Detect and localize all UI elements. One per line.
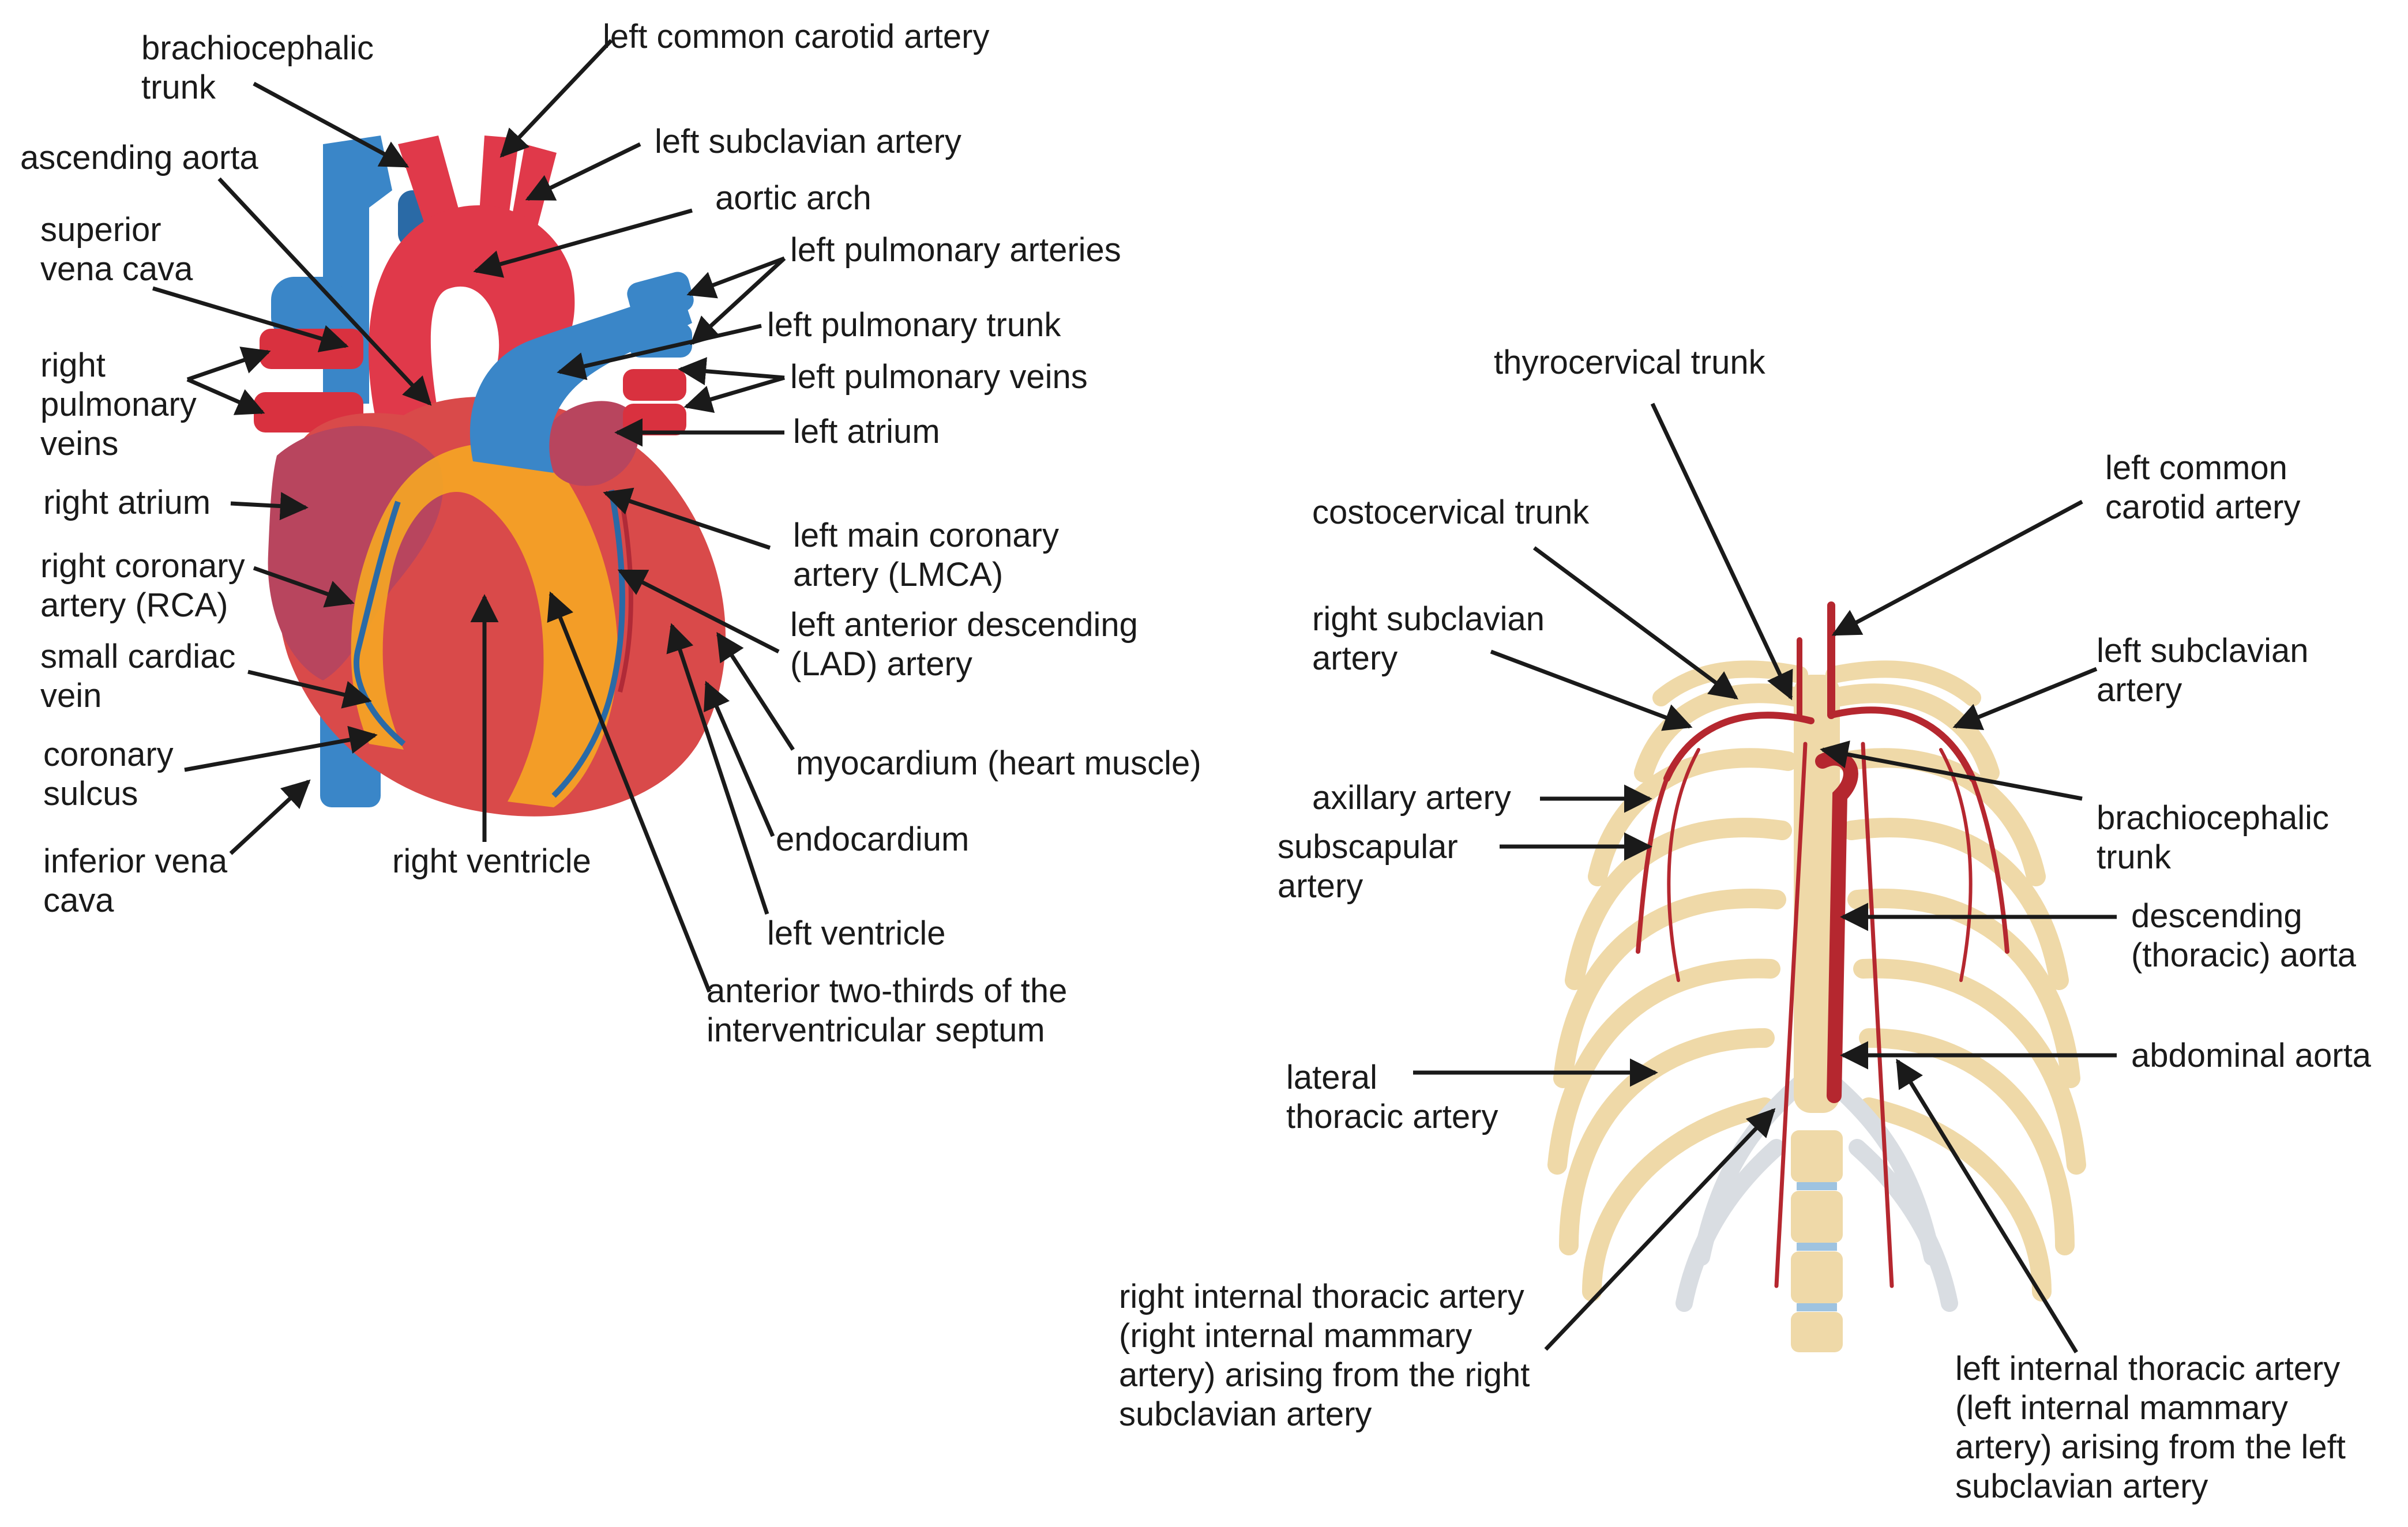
- sternum: [1794, 675, 1840, 1113]
- costal-cartilage: [1676, 1075, 1958, 1312]
- label-left-pulmonary-veins: left pulmonary veins: [790, 358, 1088, 396]
- label-costocervical-trunk: costocervical trunk: [1312, 494, 1590, 531]
- left-pulmonary-artery-lower: [629, 323, 692, 358]
- left-carotid-shape: [479, 136, 519, 225]
- label-descending-thoracic-aorta: descending(thoracic) aorta: [2131, 897, 2357, 974]
- rca-vessel: [354, 501, 406, 746]
- label-left-internal-thoracic-artery: left internal thoracic artery(left inter…: [1955, 1350, 2346, 1505]
- label-thyrocervical-trunk: thyrocervical trunk: [1494, 344, 1765, 381]
- label-left-pulmonary-trunk: left pulmonary trunk: [767, 306, 1061, 344]
- left-pulmonary-artery-upper: [627, 272, 694, 322]
- spine: [1791, 1130, 1843, 1352]
- brachiocephalic-trunk-shape: [398, 136, 461, 231]
- label-abdominal-aorta: abdominal aorta: [2131, 1037, 2371, 1074]
- label-aortic-arch: aortic arch: [715, 179, 871, 217]
- label-left-anterior-descending-artery: left anterior descending(LAD) artery: [790, 606, 1138, 683]
- label-left-common-carotid-artery: left common carotid artery: [603, 18, 990, 55]
- heart-illustration: [254, 136, 726, 817]
- label-myocardium: myocardium (heart muscle): [796, 744, 1201, 782]
- label-right-atrium: right atrium: [43, 484, 211, 521]
- left-pulmonary-vein-upper: [623, 369, 686, 401]
- label-ascending-aorta: ascending aorta: [20, 139, 258, 176]
- lad-vessel: [551, 490, 625, 798]
- label-right-internal-thoracic-artery: right internal thoracic artery(right int…: [1119, 1278, 1530, 1433]
- coronary-fat-shape: [351, 443, 618, 807]
- label-left-ventricle: left ventricle: [767, 915, 946, 952]
- label-axillary-artery: axillary artery: [1312, 779, 1511, 817]
- label-endocardium: endocardium: [776, 821, 970, 858]
- left-clavicle: [1825, 660, 1981, 706]
- leader-arrows: [152, 39, 2117, 1353]
- label-left-atrium: left atrium: [793, 413, 940, 450]
- label-right-ventricle: right ventricle: [392, 843, 591, 880]
- label-left-pulmonary-arteries: left pulmonary arteries: [790, 231, 1121, 269]
- thorax-illustration: [1547, 601, 2086, 1352]
- label-left-subclavian-artery: left subclavian artery: [655, 123, 961, 160]
